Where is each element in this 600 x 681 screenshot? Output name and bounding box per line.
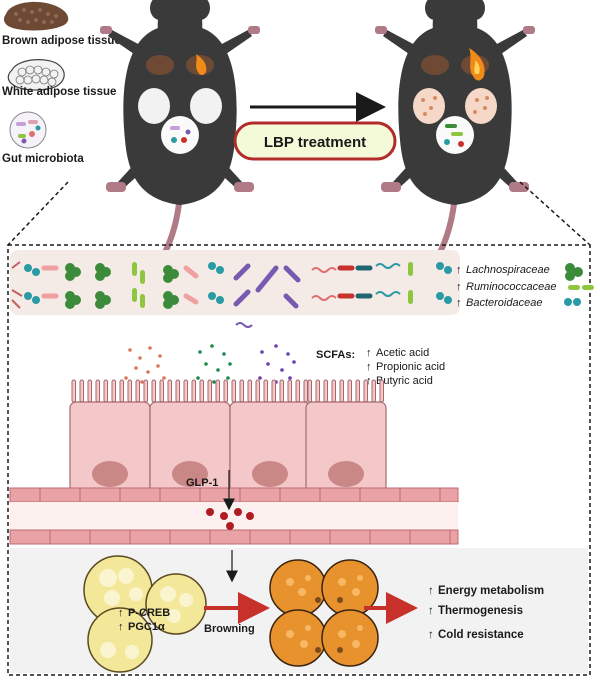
- signal-arrow: ↑: [118, 621, 124, 633]
- lachnospiraceae-icon: [565, 263, 583, 281]
- outcome-name: Energy metabolism: [438, 585, 544, 597]
- spiral-bacteria: [235, 263, 401, 328]
- bacteria-item-lachnospiraceae: ↑ Lachnospiraceae: [456, 263, 583, 281]
- signal-name: P-CREB: [128, 607, 170, 619]
- outcome-name: Thermogenesis: [438, 605, 523, 617]
- scfa-arrow: ↑: [366, 347, 372, 359]
- white-adipose-label: White adipose tissue: [2, 86, 116, 98]
- rod-bacteria: [41, 263, 373, 309]
- outcome-list: ↑ Energy metabolism ↑ Thermogenesis ↑ Co…: [428, 585, 544, 641]
- scfa-name: Acetic acid: [376, 347, 429, 359]
- bacteroidaceae-pairs: [24, 262, 452, 304]
- villus-edge: [11, 261, 23, 309]
- scfa-title: SCFAs:: [316, 349, 355, 361]
- lachnospiraceae-cluster: [65, 263, 179, 309]
- brown-fat-depot: [146, 55, 174, 75]
- zoom-frame: [7, 181, 591, 676]
- brown-adipose-icon: [3, 1, 69, 31]
- beige-adipocyte-droplets: [286, 575, 363, 648]
- white-fat-depot: [190, 88, 222, 124]
- scfa-name: Propionic acid: [376, 361, 445, 373]
- outcome-arrow-symbol: ↑: [428, 629, 434, 641]
- scfa-name: Butyric acid: [376, 375, 433, 387]
- white-adipose-icon: [7, 59, 65, 91]
- intestinal-epithelium: [69, 379, 387, 495]
- glp1-particles: [206, 508, 254, 530]
- beige-fat-depot: [413, 88, 445, 124]
- scfa-list: SCFAs: ↑ Acetic acid ↑ Propionic acid ↑ …: [316, 347, 445, 387]
- bacteria-name: Bacteroidaceae: [466, 297, 542, 309]
- scfa-dots-acetic: [124, 346, 166, 384]
- flame-icon: [196, 54, 207, 75]
- white-adipocytes: [83, 555, 207, 673]
- gut-lumen: [10, 250, 460, 328]
- outcome-arrow-symbol: ↑: [428, 605, 434, 617]
- ruminococcaceae-icon: [568, 285, 594, 290]
- glp1-label: GLP-1: [186, 477, 218, 489]
- scfa-arrow: ↑: [366, 375, 372, 387]
- treatment-label: LBP treatment: [264, 134, 366, 151]
- bacteria-list: ↑ Lachnospiraceae ↑ Ruminococcaceae ↑ Ba…: [456, 263, 594, 309]
- beige-adipocytes: [269, 559, 379, 667]
- outcome-arrow-symbol: ↑: [428, 585, 434, 597]
- white-fat-depot: [138, 88, 170, 124]
- signal-list: ↑ P-CREB ↑ PGC1α: [118, 607, 170, 633]
- scfa-arrow: ↑: [366, 361, 372, 373]
- ruminococcaceae-chains: [132, 262, 413, 308]
- beige-fat-depot: [465, 88, 497, 124]
- gut-microbiota-circle: [161, 116, 199, 154]
- treatment-box: LBP treatment: [233, 121, 397, 161]
- bacteria-name: Ruminococcaceae: [466, 281, 557, 293]
- brown-fat-depot: [421, 55, 449, 75]
- scfa-dots-butyric: [258, 344, 296, 384]
- gut-microbiota-label: Gut microbiota: [2, 153, 84, 165]
- mouse-before: [99, 0, 260, 291]
- bacteria-arrow: ↑: [456, 297, 462, 309]
- outcome-name: Cold resistance: [438, 629, 524, 641]
- brown-adipose-label: Brown adipose tissue: [2, 35, 121, 47]
- gut-microbiota-circle: [436, 116, 474, 154]
- bacteria-item-ruminococcaceae: ↑ Ruminococcaceae: [456, 281, 594, 293]
- gut-microbiota-icon: [9, 111, 47, 149]
- bacteria-item-bacteroidaceae: ↑ Bacteroidaceae: [456, 297, 581, 309]
- beige-adipocyte-nuclei: [315, 597, 343, 653]
- bacteria-arrow: ↑: [456, 264, 462, 276]
- legend: Brown adipose tissue White adipose tissu…: [2, 1, 121, 165]
- mouse-after: [374, 0, 535, 291]
- browning-label: Browning: [204, 623, 255, 635]
- bacteria-name: Lachnospiraceae: [466, 264, 550, 276]
- blood-vessel: [9, 487, 459, 545]
- signal-arrow: ↑: [118, 607, 124, 619]
- bacteria-arrow: ↑: [456, 281, 462, 293]
- signal-name: PGC1α: [128, 621, 165, 633]
- bacteroidaceae-icon: [564, 298, 581, 306]
- scfa-dots-propionic: [196, 344, 232, 384]
